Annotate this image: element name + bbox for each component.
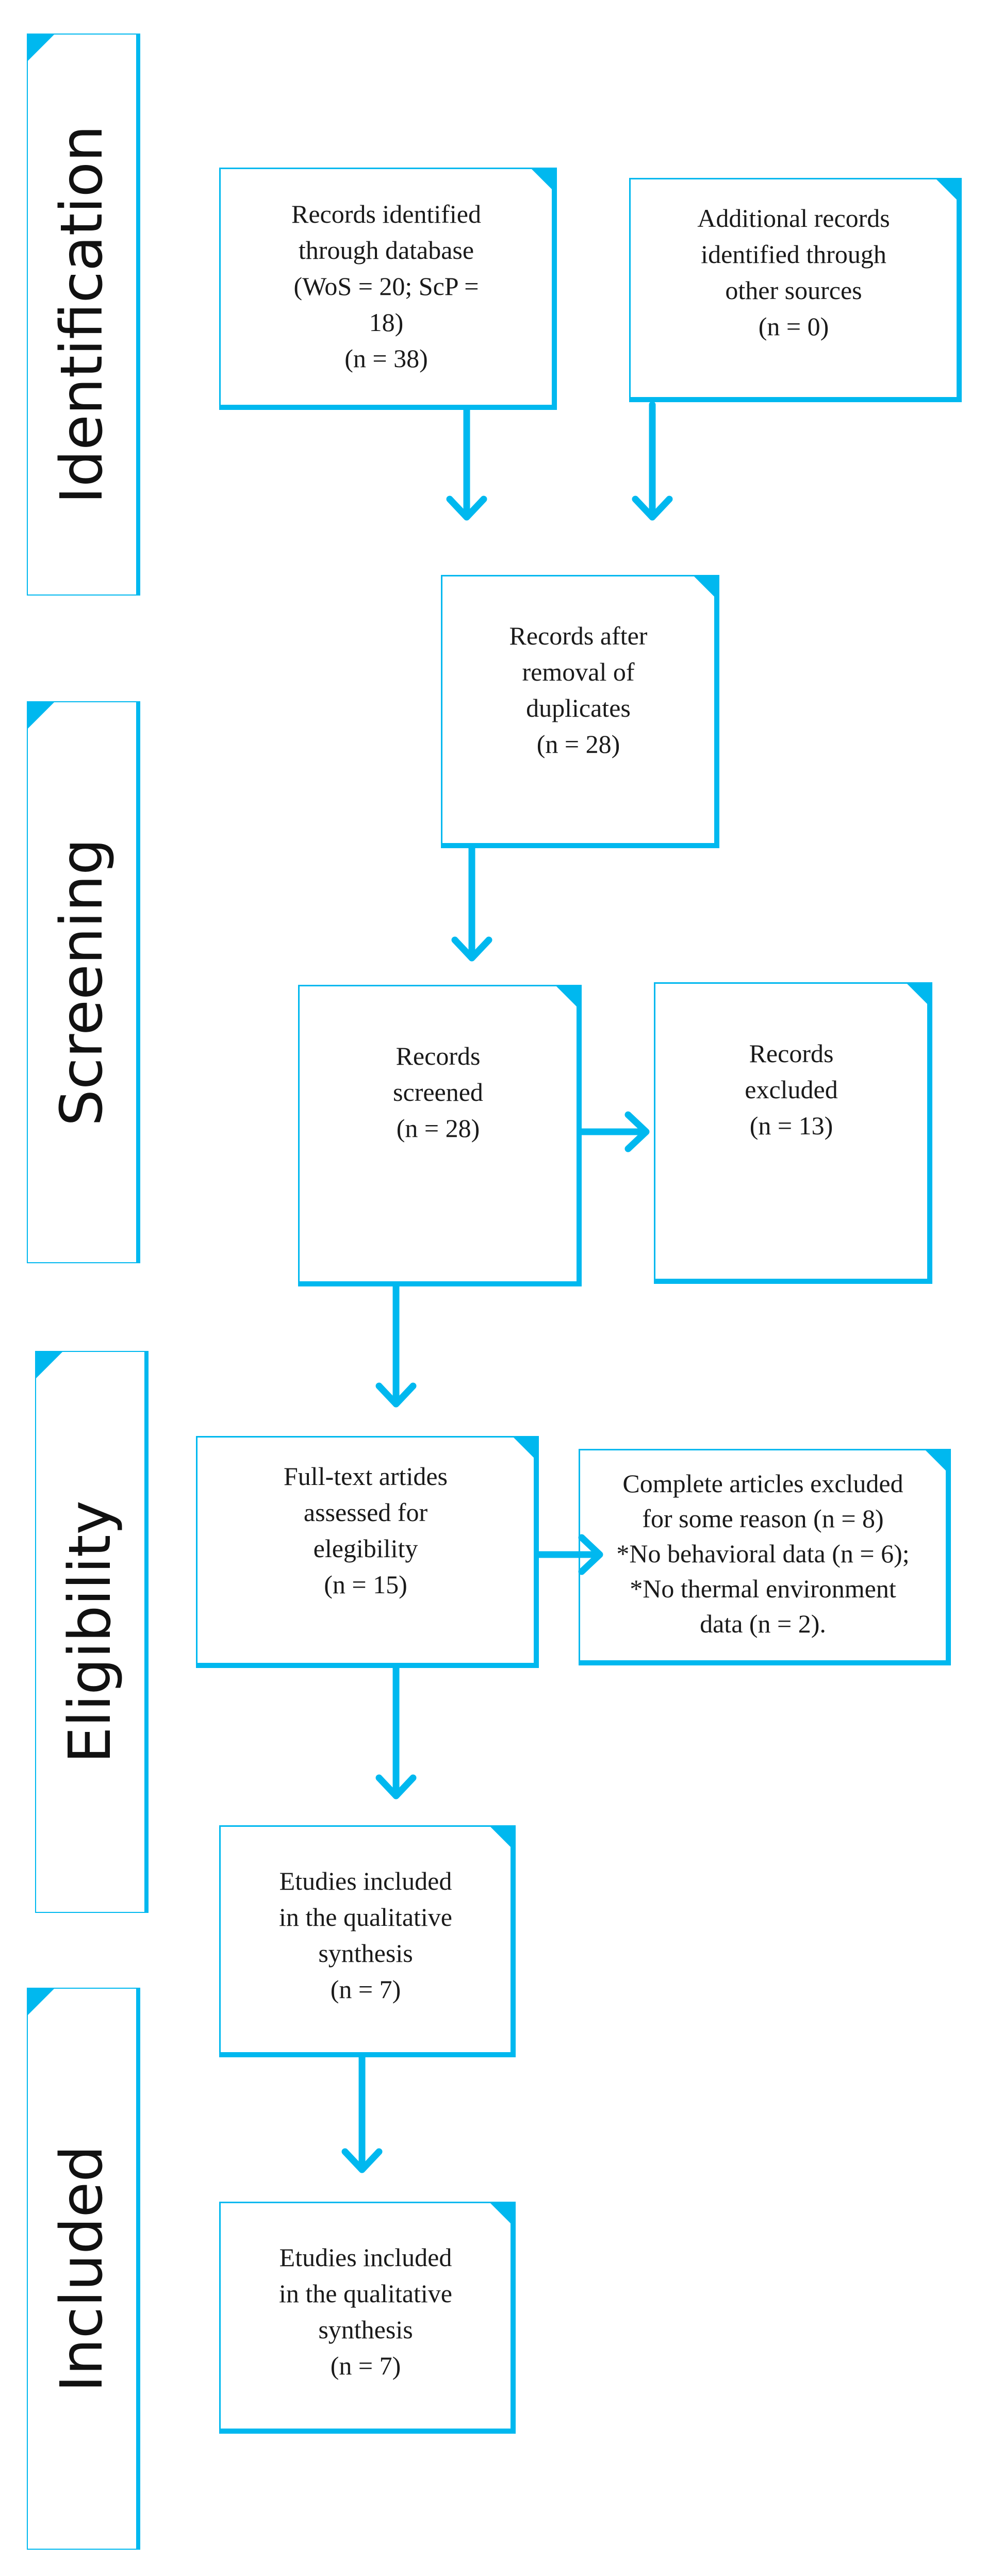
full-text-count: (n = 15) [324,1570,407,1599]
records-identified-line-1: Records identified [291,200,481,228]
after-duplicates-box: Records after removal of duplicates (n =… [441,575,719,848]
articles-excluded-line-1: Complete articles excluded [622,1469,903,1498]
records-excluded-count: (n = 13) [749,1111,833,1140]
stage-included: Included [27,1988,140,2550]
arrow-additional-to-merge [632,401,673,521]
qualitative-synthesis-box: Etudies included in the qualitative synt… [219,1825,516,2057]
arrow-fulltext-to-articles-excluded [535,1534,603,1575]
after-duplicates-count: (n = 28) [536,730,620,758]
arrow-duplicates-to-screened [451,845,492,962]
stage-screening: Screening [27,701,140,1263]
additional-records-line-1: Additional records [697,204,890,233]
records-excluded-line-1: Records [749,1039,834,1068]
included-synthesis-box: Etudies included in the qualitative synt… [219,2202,516,2434]
included-line-3: synthesis [318,2315,413,2344]
after-duplicates-line-1: Records after [509,621,648,650]
records-identified-line-2: through database [298,236,474,265]
records-identified-box: Records identified through database (WoS… [219,168,557,410]
after-duplicates-line-3: duplicates [526,693,631,722]
arrow-screened-to-fulltext [375,1283,417,1408]
articles-excluded-line-5: data (n = 2). [700,1609,826,1638]
full-text-line-2: assessed for [303,1498,428,1527]
records-identified-line-4: 18) [369,308,404,337]
articles-excluded-box: Complete articles excluded for some reas… [579,1449,951,1665]
stage-eligibility: Eligibility [35,1351,149,1913]
qualitative-count: (n = 7) [330,1975,401,2004]
additional-records-line-2: identified through [701,240,886,269]
records-screened-line-1: Records [396,1042,481,1070]
records-identified-count: (n = 38) [344,344,428,373]
additional-records-count: (n = 0) [758,312,829,341]
arrow-identified-to-merge [446,406,487,521]
records-screened-line-2: screened [393,1078,483,1107]
qualitative-line-3: synthesis [318,1939,413,1968]
records-screened-box: Records screened (n = 28) [298,985,582,1286]
included-count: (n = 7) [330,2351,401,2380]
qualitative-line-2: in the qualitative [278,1903,452,1931]
full-text-box: Full-text artides assessed for elegibili… [196,1436,539,1668]
included-line-1: Etudies included [279,2243,452,2272]
records-excluded-line-2: excluded [745,1075,838,1104]
after-duplicates-line-2: removal of [522,657,635,686]
articles-excluded-line-4: *No thermal environment [630,1574,896,1603]
articles-excluded-line-3: *No behavioral data (n = 6); [616,1539,910,1568]
records-identified-line-3: (WoS = 20; ScP = [293,272,479,301]
stage-identification: Identification [27,34,140,596]
full-text-line-3: elegibility [313,1534,418,1563]
additional-records-box: Additional records identified through ot… [629,178,962,402]
included-line-2: in the qualitative [278,2279,452,2308]
records-excluded-box: Records excluded (n = 13) [654,982,932,1284]
arrow-fulltext-to-qualitative [375,1664,417,1799]
arrow-screened-to-excluded [578,1111,650,1152]
qualitative-line-1: Etudies included [279,1867,452,1895]
records-screened-count: (n = 28) [396,1114,480,1143]
arrow-qualitative-to-included [341,2054,383,2173]
additional-records-line-3: other sources [725,276,862,305]
articles-excluded-line-2: for some reason (n = 8) [642,1504,884,1533]
full-text-line-1: Full-text artides [284,1462,448,1491]
